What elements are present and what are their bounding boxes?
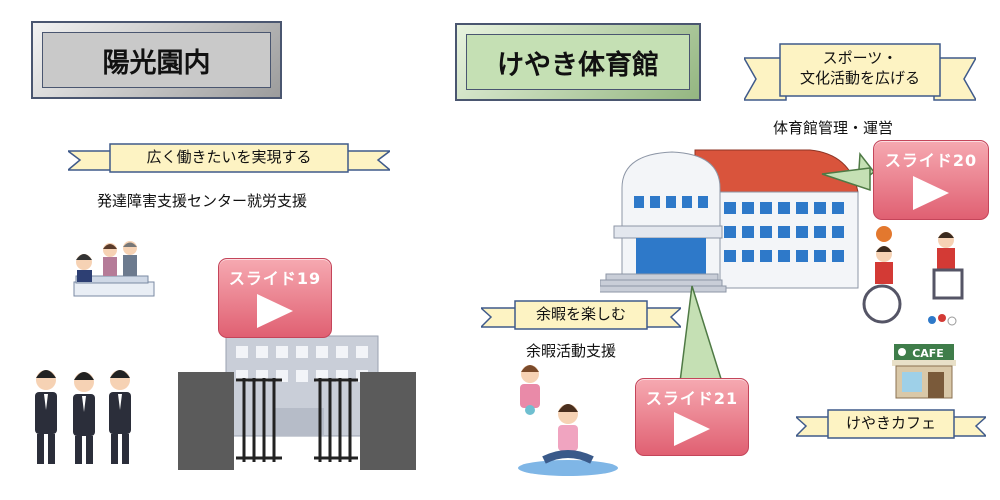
play-icon (674, 412, 710, 446)
callout-pointers (679, 167, 871, 383)
ribbon-cafe-shape (796, 409, 986, 439)
building-gate-illustration (178, 335, 416, 470)
leisure-activities-illustration (518, 365, 618, 476)
ribbon-sports-line1: スポーツ・ (822, 49, 898, 67)
ribbon-sports-text: スポーツ・ 文化活動を広げる (744, 40, 976, 96)
caption-leisure-support: 余暇活動支援 (526, 342, 617, 360)
ribbon-cafe-text: けやきカフェ (845, 414, 936, 432)
ribbon-work-text: 広く働きたいを実現する (146, 148, 312, 166)
ribbon-leisure-shape (481, 300, 681, 330)
slide-20-button[interactable]: スライド20 (873, 140, 989, 220)
ribbon-leisure: 余暇を楽しむ (481, 299, 681, 333)
play-icon (257, 294, 293, 328)
office-consultation-illustration (73, 241, 155, 297)
ribbon-sports: スポーツ・ 文化活動を広げる (744, 40, 976, 106)
wheelchair-sports-illustration (862, 226, 964, 326)
ribbon-sports-shape (744, 43, 976, 101)
title-right: けやき体育館 (466, 34, 690, 90)
slide-21-label: スライド21 (645, 389, 739, 408)
title-plaque-right: けやき体育館 (455, 23, 701, 101)
businessmen-illustration (35, 370, 131, 464)
slide-21-button[interactable]: スライド21 (635, 378, 749, 456)
cafe-sign-text: CAFE (912, 347, 944, 360)
slide-19-button[interactable]: スライド19 (218, 258, 332, 338)
ribbon-leisure-text: 余暇を楽しむ (535, 305, 626, 323)
ribbon-work-shape (68, 143, 390, 173)
play-icon (913, 176, 949, 210)
ribbon-work: 広く働きたいを実現する (68, 142, 390, 176)
caption-employment-support: 発達障害支援センター就労支援 (97, 192, 308, 210)
cafe-illustration: CAFE (892, 344, 956, 399)
title-left: 陽光園内 (42, 32, 271, 88)
caption-gym-management: 体育館管理・運営 (773, 119, 894, 137)
slide-19-label: スライド19 (228, 269, 322, 288)
title-plaque-left: 陽光園内 (31, 21, 282, 99)
ribbon-sports-line2: 文化活動を広げる (799, 69, 920, 87)
ribbon-cafe: けやきカフェ (796, 408, 986, 442)
slide-20-label: スライド20 (884, 151, 978, 170)
